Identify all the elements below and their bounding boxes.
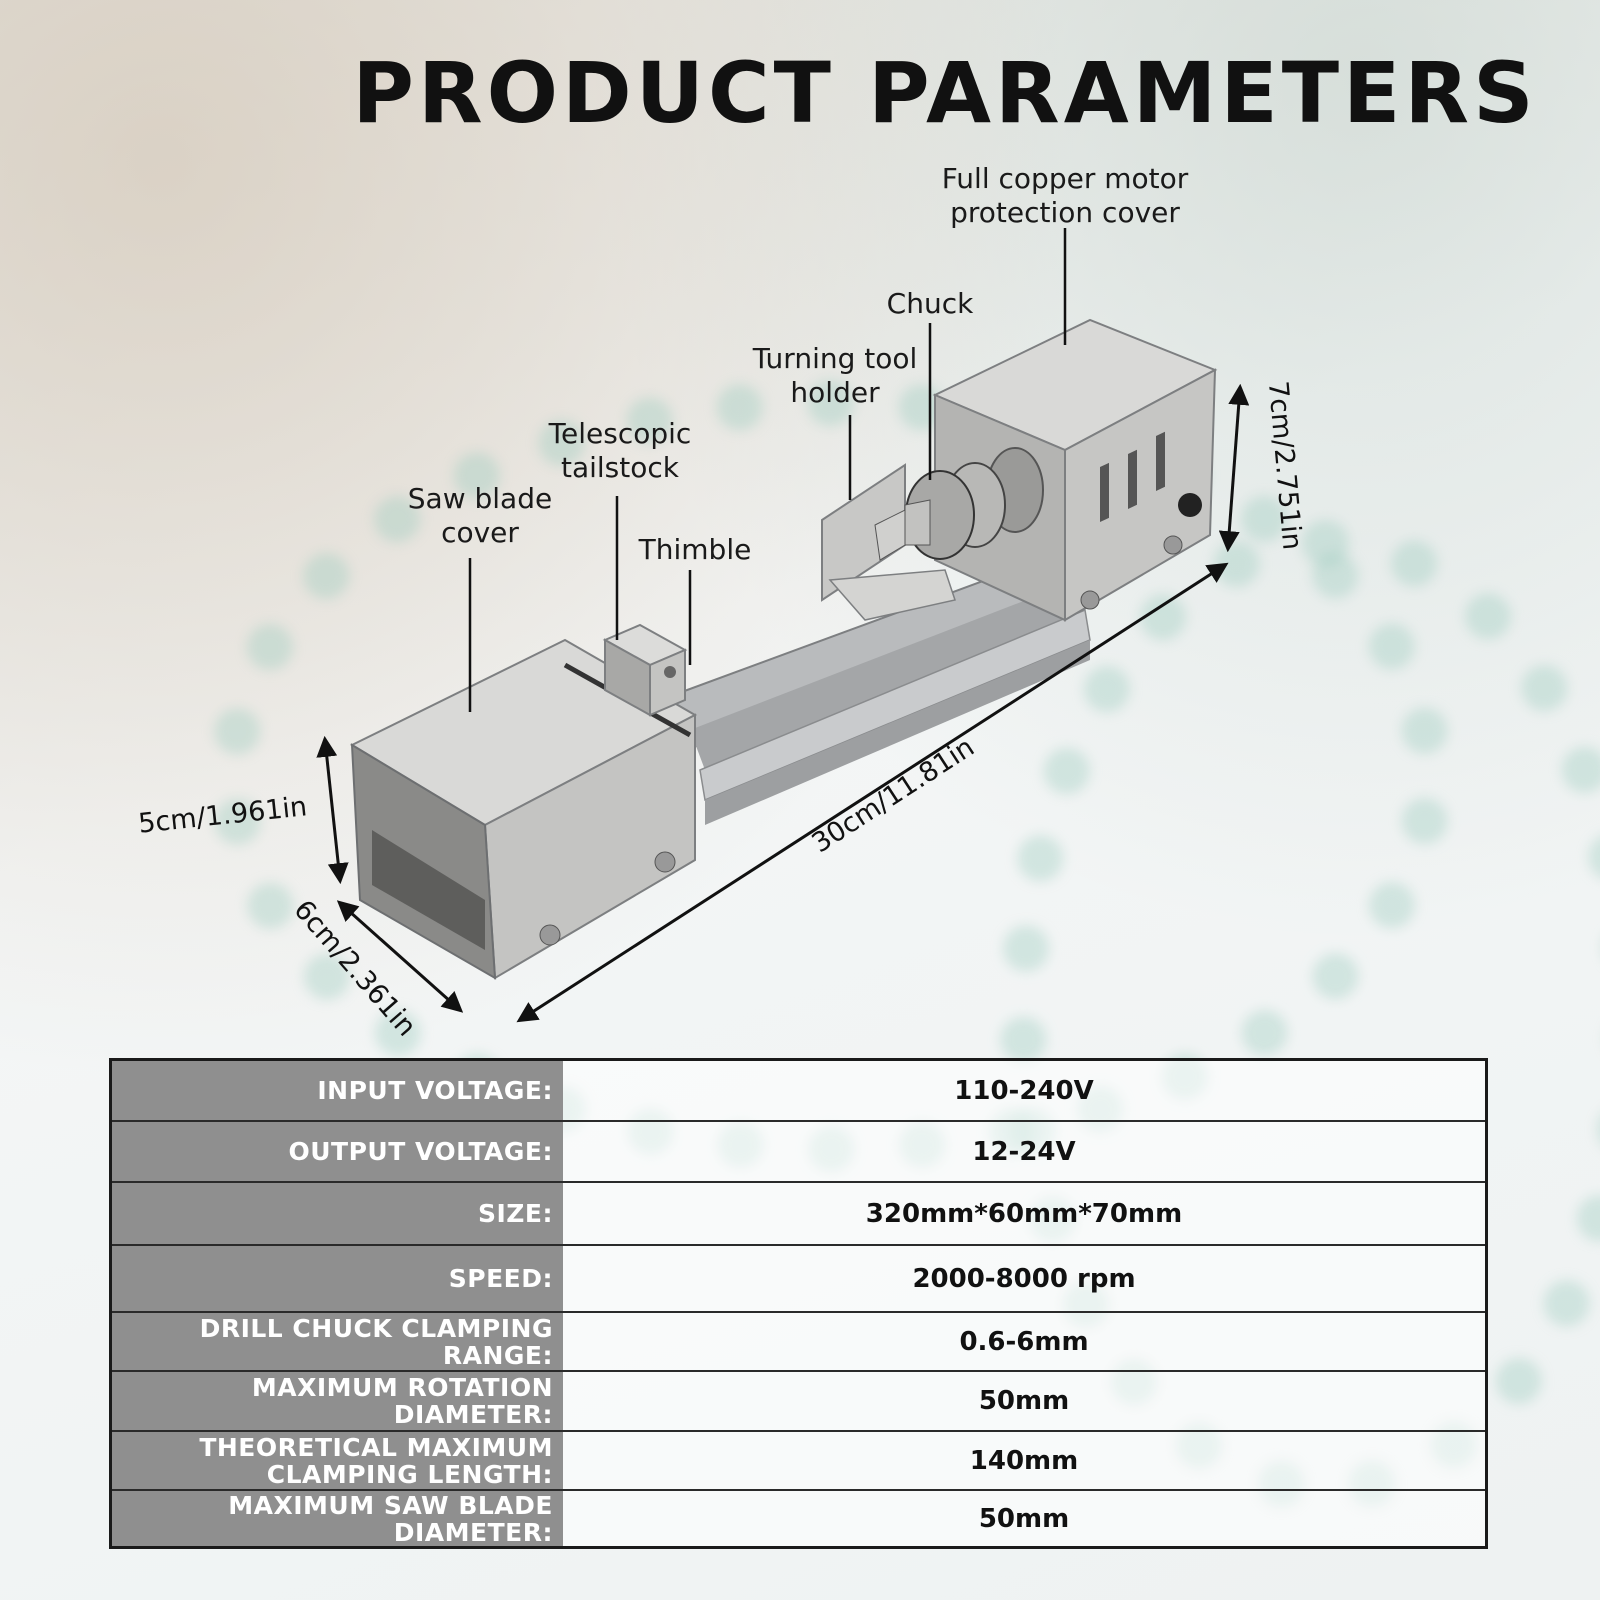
spec-value: 320mm*60mm*70mm: [563, 1183, 1485, 1244]
spec-label: THEORETICAL MAXIMUM CLAMPING LENGTH:: [112, 1432, 563, 1489]
callout-tool-holder: Turning tool holder: [752, 342, 918, 409]
callout-tailstock: Telescopic tailstock: [548, 417, 692, 484]
spec-value: 2000-8000 rpm: [563, 1246, 1485, 1311]
lathe-illustration: [316, 228, 1250, 1023]
spec-value: 110-240V: [563, 1061, 1485, 1120]
spec-label: DRILL CHUCK CLAMPING RANGE:: [112, 1313, 563, 1370]
spec-row-rotation-diameter: MAXIMUM ROTATION DIAMETER: 50mm: [112, 1370, 1485, 1430]
spec-label: SPEED:: [112, 1246, 563, 1311]
spec-label: SIZE:: [112, 1183, 563, 1244]
spec-table: INPUT VOLTAGE: 110-240V OUTPUT VOLTAGE: …: [109, 1058, 1488, 1549]
callout-chuck: Chuck: [886, 287, 974, 320]
spec-row-input-voltage: INPUT VOLTAGE: 110-240V: [112, 1061, 1485, 1120]
spec-value: 0.6-6mm: [563, 1313, 1485, 1370]
spec-value: 50mm: [563, 1372, 1485, 1430]
spec-value: 140mm: [563, 1432, 1485, 1489]
spec-row-output-voltage: OUTPUT VOLTAGE: 12-24V: [112, 1120, 1485, 1181]
spec-row-chuck-range: DRILL CHUCK CLAMPING RANGE: 0.6-6mm: [112, 1311, 1485, 1370]
dimension-arrows: [316, 383, 1250, 1023]
callout-saw-cover: Saw blade cover: [407, 482, 553, 549]
spec-row-size: SIZE: 320mm*60mm*70mm: [112, 1181, 1485, 1244]
callout-motor-cover: Full copper motor protection cover: [941, 162, 1189, 229]
drill-chuck: [874, 447, 1044, 561]
spec-row-speed: SPEED: 2000-8000 rpm: [112, 1244, 1485, 1311]
spec-value: 12-24V: [563, 1122, 1485, 1181]
callout-thimble: Thimble: [638, 533, 752, 566]
spec-label: OUTPUT VOLTAGE:: [112, 1122, 563, 1181]
page-title: PRODUCT PARAMETERS: [352, 44, 1538, 142]
spec-row-saw-blade-diameter: MAXIMUM SAW BLADE DIAMETER: 50mm: [112, 1489, 1485, 1546]
spec-label: MAXIMUM ROTATION DIAMETER:: [112, 1372, 563, 1430]
spec-value: 50mm: [563, 1491, 1485, 1546]
lathe-diagram: Full copper motor protection cover Chuck…: [137, 162, 1308, 1043]
spec-label: MAXIMUM SAW BLADE DIAMETER:: [112, 1491, 563, 1546]
spec-label: INPUT VOLTAGE:: [112, 1061, 563, 1120]
spec-row-clamping-length: THEORETICAL MAXIMUM CLAMPING LENGTH: 140…: [112, 1430, 1485, 1489]
